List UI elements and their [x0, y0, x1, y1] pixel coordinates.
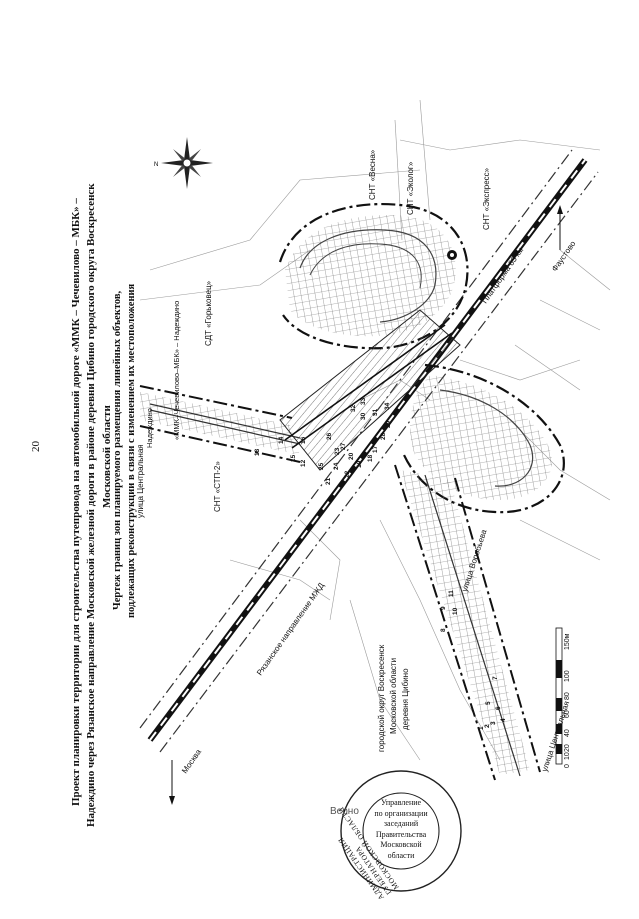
- copy-mark: Верно: [330, 806, 359, 817]
- point-number: 9: [440, 606, 447, 610]
- stamp-line: Правительства: [375, 829, 427, 839]
- scale-tick: 80: [564, 692, 571, 700]
- village-label: деревня Цибино: [401, 668, 410, 730]
- southern-road-zone: [394, 464, 541, 781]
- point-number: 7: [492, 676, 499, 680]
- point-number: 18: [367, 454, 374, 462]
- svg-text:N: N: [154, 162, 158, 168]
- approach-road-zone: [139, 385, 301, 463]
- point-number: 29: [385, 420, 392, 428]
- point-number: 12: [300, 459, 307, 467]
- snt-stp2-label: СНТ «СТП-2»: [213, 461, 222, 512]
- district-label: городской округ Воскресенск: [377, 644, 386, 752]
- stamp-ring: [340, 770, 462, 892]
- point-number: 1: [478, 726, 485, 730]
- point-number: 19: [356, 460, 363, 468]
- upper-interchange-zone: [278, 203, 469, 350]
- point-number: 28: [380, 432, 387, 440]
- point-number: 3: [490, 721, 497, 725]
- scale-tick: 150м: [564, 633, 571, 651]
- scale-tick: 20: [564, 744, 571, 752]
- nadezhdino-label: Надеждино: [145, 408, 154, 448]
- point-number: 21: [325, 477, 332, 485]
- snt-ekolog-label: СНТ «Эколог»: [406, 161, 415, 215]
- point-number: 13: [254, 448, 261, 456]
- point-number: 30: [360, 412, 367, 420]
- overpass-zone: [279, 309, 461, 471]
- district-region-label: Московской области: [389, 657, 398, 734]
- point-number: 6: [495, 706, 502, 710]
- point-number: 27: [340, 442, 347, 450]
- stamp-line: по организации: [374, 808, 428, 818]
- point-number: 20: [348, 452, 355, 460]
- point-number: 34: [384, 402, 391, 410]
- point-number: 17: [372, 445, 379, 453]
- scale-tick: 10: [564, 752, 571, 760]
- point-number: 22: [344, 470, 351, 478]
- station-marker-icon: [447, 250, 457, 260]
- road-name-label: «ММК–Чечевилово–МБК» – Надеждино: [172, 300, 181, 440]
- point-number: 25: [318, 462, 325, 470]
- point-number: 24: [333, 462, 340, 470]
- drawing-subtitle-line-2: подлежащих реконструкции в связи с измен…: [126, 283, 137, 618]
- drawing-subtitle-line-1: Чертеж границ зон планируемого размещени…: [112, 290, 123, 610]
- point-number: 10: [452, 607, 459, 615]
- point-number: 23: [334, 447, 341, 455]
- point-number: 14: [278, 436, 285, 444]
- point-number: 15: [290, 454, 297, 462]
- stamp-line: Управление: [380, 798, 422, 807]
- point-number: 8: [440, 628, 447, 632]
- moskva-arrow-icon: [169, 760, 175, 805]
- scale-bar: [555, 627, 563, 765]
- sdt-gorkovets-label: СДТ «Горьковец»: [204, 280, 213, 346]
- scale-tick: 60: [564, 710, 571, 718]
- point-number: 26: [326, 432, 333, 440]
- scale-tick: 40: [564, 729, 571, 737]
- stamp-line: заседаний: [383, 819, 419, 828]
- scale-tick: 0: [564, 764, 571, 768]
- railway-line: [139, 149, 599, 753]
- point-number: 32: [350, 404, 357, 412]
- point-number: 16: [300, 436, 307, 444]
- snt-vesna-label: СНТ «Весна»: [368, 149, 377, 200]
- point-number: 33: [360, 397, 367, 405]
- scale-tick: 100: [564, 670, 571, 682]
- point-number: 31: [372, 408, 379, 416]
- point-number: 4: [500, 718, 507, 722]
- stamp-line: области: [387, 850, 415, 860]
- stamp-line: Московской: [380, 840, 422, 849]
- point-number: 11: [448, 590, 455, 597]
- point-number: 5: [485, 701, 492, 705]
- compass-rose-icon: N: [154, 137, 213, 189]
- snt-express-label: СНТ «Экспресс»: [482, 167, 491, 230]
- faustovo-arrow-icon: [557, 205, 563, 250]
- official-stamp: АДМИНИСТРАЦИЯ ГУБЕРНАТОРА МОСКОВСКОЙ ОБЛ…: [336, 768, 464, 902]
- point-number: 2: [484, 724, 491, 728]
